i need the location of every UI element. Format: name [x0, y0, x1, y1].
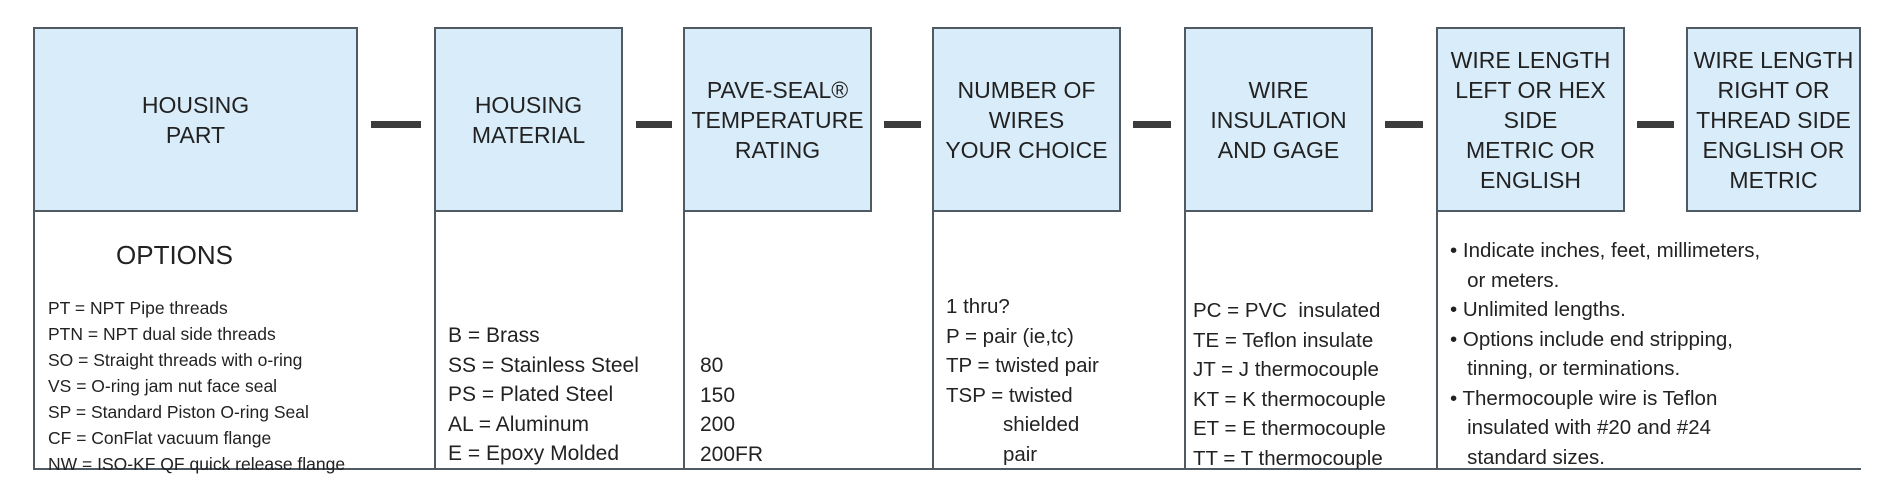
list-item: 1 thru? — [946, 295, 1010, 318]
bottom-rule — [1436, 468, 1861, 470]
list-item: SS = Stainless Steel — [448, 353, 639, 377]
list-item: TSP = twisted — [946, 383, 1073, 407]
connector-dash — [884, 121, 921, 128]
insulation-options: PC = PVC insulated TE = Teflon insulate … — [1193, 296, 1386, 473]
wire-length-notes: • Indicate inches, feet, millimeters, or… — [1450, 236, 1760, 472]
list-item: TE = Teflon insulate — [1193, 328, 1374, 352]
list-item: standard sizes. — [1450, 445, 1605, 469]
list-item: or meters. — [1450, 268, 1560, 292]
temperature-options: 80 150 200 200FR — [700, 351, 763, 469]
header-housing-part: HOUSING PART — [33, 27, 358, 212]
options-heading: OPTIONS — [116, 240, 234, 270]
wires-options: 1 thru? P = pair (ie,tc) TP = twisted pa… — [946, 292, 1099, 469]
list-item: • Options include end stripping, — [1450, 327, 1733, 351]
header-housing-material: HOUSING MATERIAL — [434, 27, 623, 212]
list-item: shielded — [946, 413, 1080, 436]
list-item: • Unlimited lengths. — [1450, 298, 1626, 321]
list-item: NW = ISO-KF QF quick release flange — [48, 454, 346, 474]
connector-dash — [636, 121, 672, 128]
list-item: pair — [946, 442, 1038, 466]
list-item: 150 — [700, 383, 736, 407]
list-item: • Thermocouple wire is Teflon — [1450, 386, 1718, 410]
header-wire-length-right: WIRE LENGTH RIGHT OR THREAD SIDE ENGLISH… — [1686, 27, 1861, 212]
list-item: P = pair (ie,tc) — [946, 324, 1074, 348]
list-item: JT = J thermocouple — [1193, 358, 1379, 381]
list-item: PTN = NPT dual side threads — [48, 324, 276, 344]
list-item: 200 — [700, 413, 736, 436]
header-wire-length-left: WIRE LENGTH LEFT OR HEX SIDE METRIC OR E… — [1436, 27, 1625, 212]
list-item: 80 — [700, 354, 724, 377]
connector-dash — [1637, 121, 1674, 128]
column-wire-length — [1436, 212, 1861, 470]
list-item: SO = Straight threads with o-ring — [48, 350, 303, 370]
connector-dash — [1385, 121, 1423, 128]
connector-dash — [1133, 121, 1171, 128]
list-item: ET = E thermocouple — [1193, 417, 1386, 440]
list-item: E = Epoxy Molded — [448, 442, 620, 465]
list-item: TT = T thermocouple — [1193, 446, 1383, 470]
bottom-rule — [33, 468, 1461, 470]
list-item: PT = NPT Pipe threads — [48, 298, 228, 318]
list-item: SP = Standard Piston O-ring Seal — [48, 402, 309, 422]
list-item: KT = K thermocouple — [1193, 387, 1386, 411]
connector-dash — [371, 121, 421, 128]
list-item: VS = O-ring jam nut face seal — [48, 376, 278, 396]
list-item: • Indicate inches, feet, millimeters, — [1450, 239, 1761, 262]
header-temperature-rating: PAVE-SEAL® TEMPERATURE RATING — [683, 27, 872, 212]
list-item: PS = Plated Steel — [448, 383, 614, 406]
header-number-of-wires: NUMBER OF WIRES YOUR CHOICE — [932, 27, 1121, 212]
list-item: CF = ConFlat vacuum flange — [48, 428, 272, 448]
list-item: insulated with #20 and #24 — [1450, 416, 1711, 439]
housing-material-options: B = Brass SS = Stainless Steel PS = Plat… — [448, 321, 639, 469]
list-item: 200FR — [700, 442, 764, 466]
list-item: AL = Aluminum — [448, 412, 590, 436]
list-item: B = Brass — [448, 324, 540, 347]
list-item: TP = twisted pair — [946, 354, 1099, 377]
housing-part-options: PT = NPT Pipe threads PTN = NPT dual sid… — [48, 295, 345, 477]
list-item: PC = PVC insulated — [1193, 299, 1381, 322]
header-wire-insulation: WIRE INSULATION AND GAGE — [1184, 27, 1373, 212]
list-item: tinning, or terminations. — [1450, 357, 1681, 380]
